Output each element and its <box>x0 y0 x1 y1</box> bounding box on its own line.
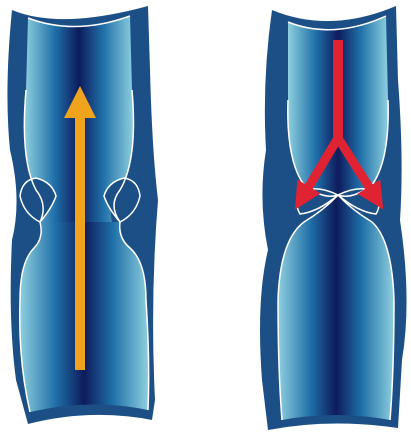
closed-valve-panel <box>260 6 407 430</box>
open-valve-panel <box>7 6 158 424</box>
